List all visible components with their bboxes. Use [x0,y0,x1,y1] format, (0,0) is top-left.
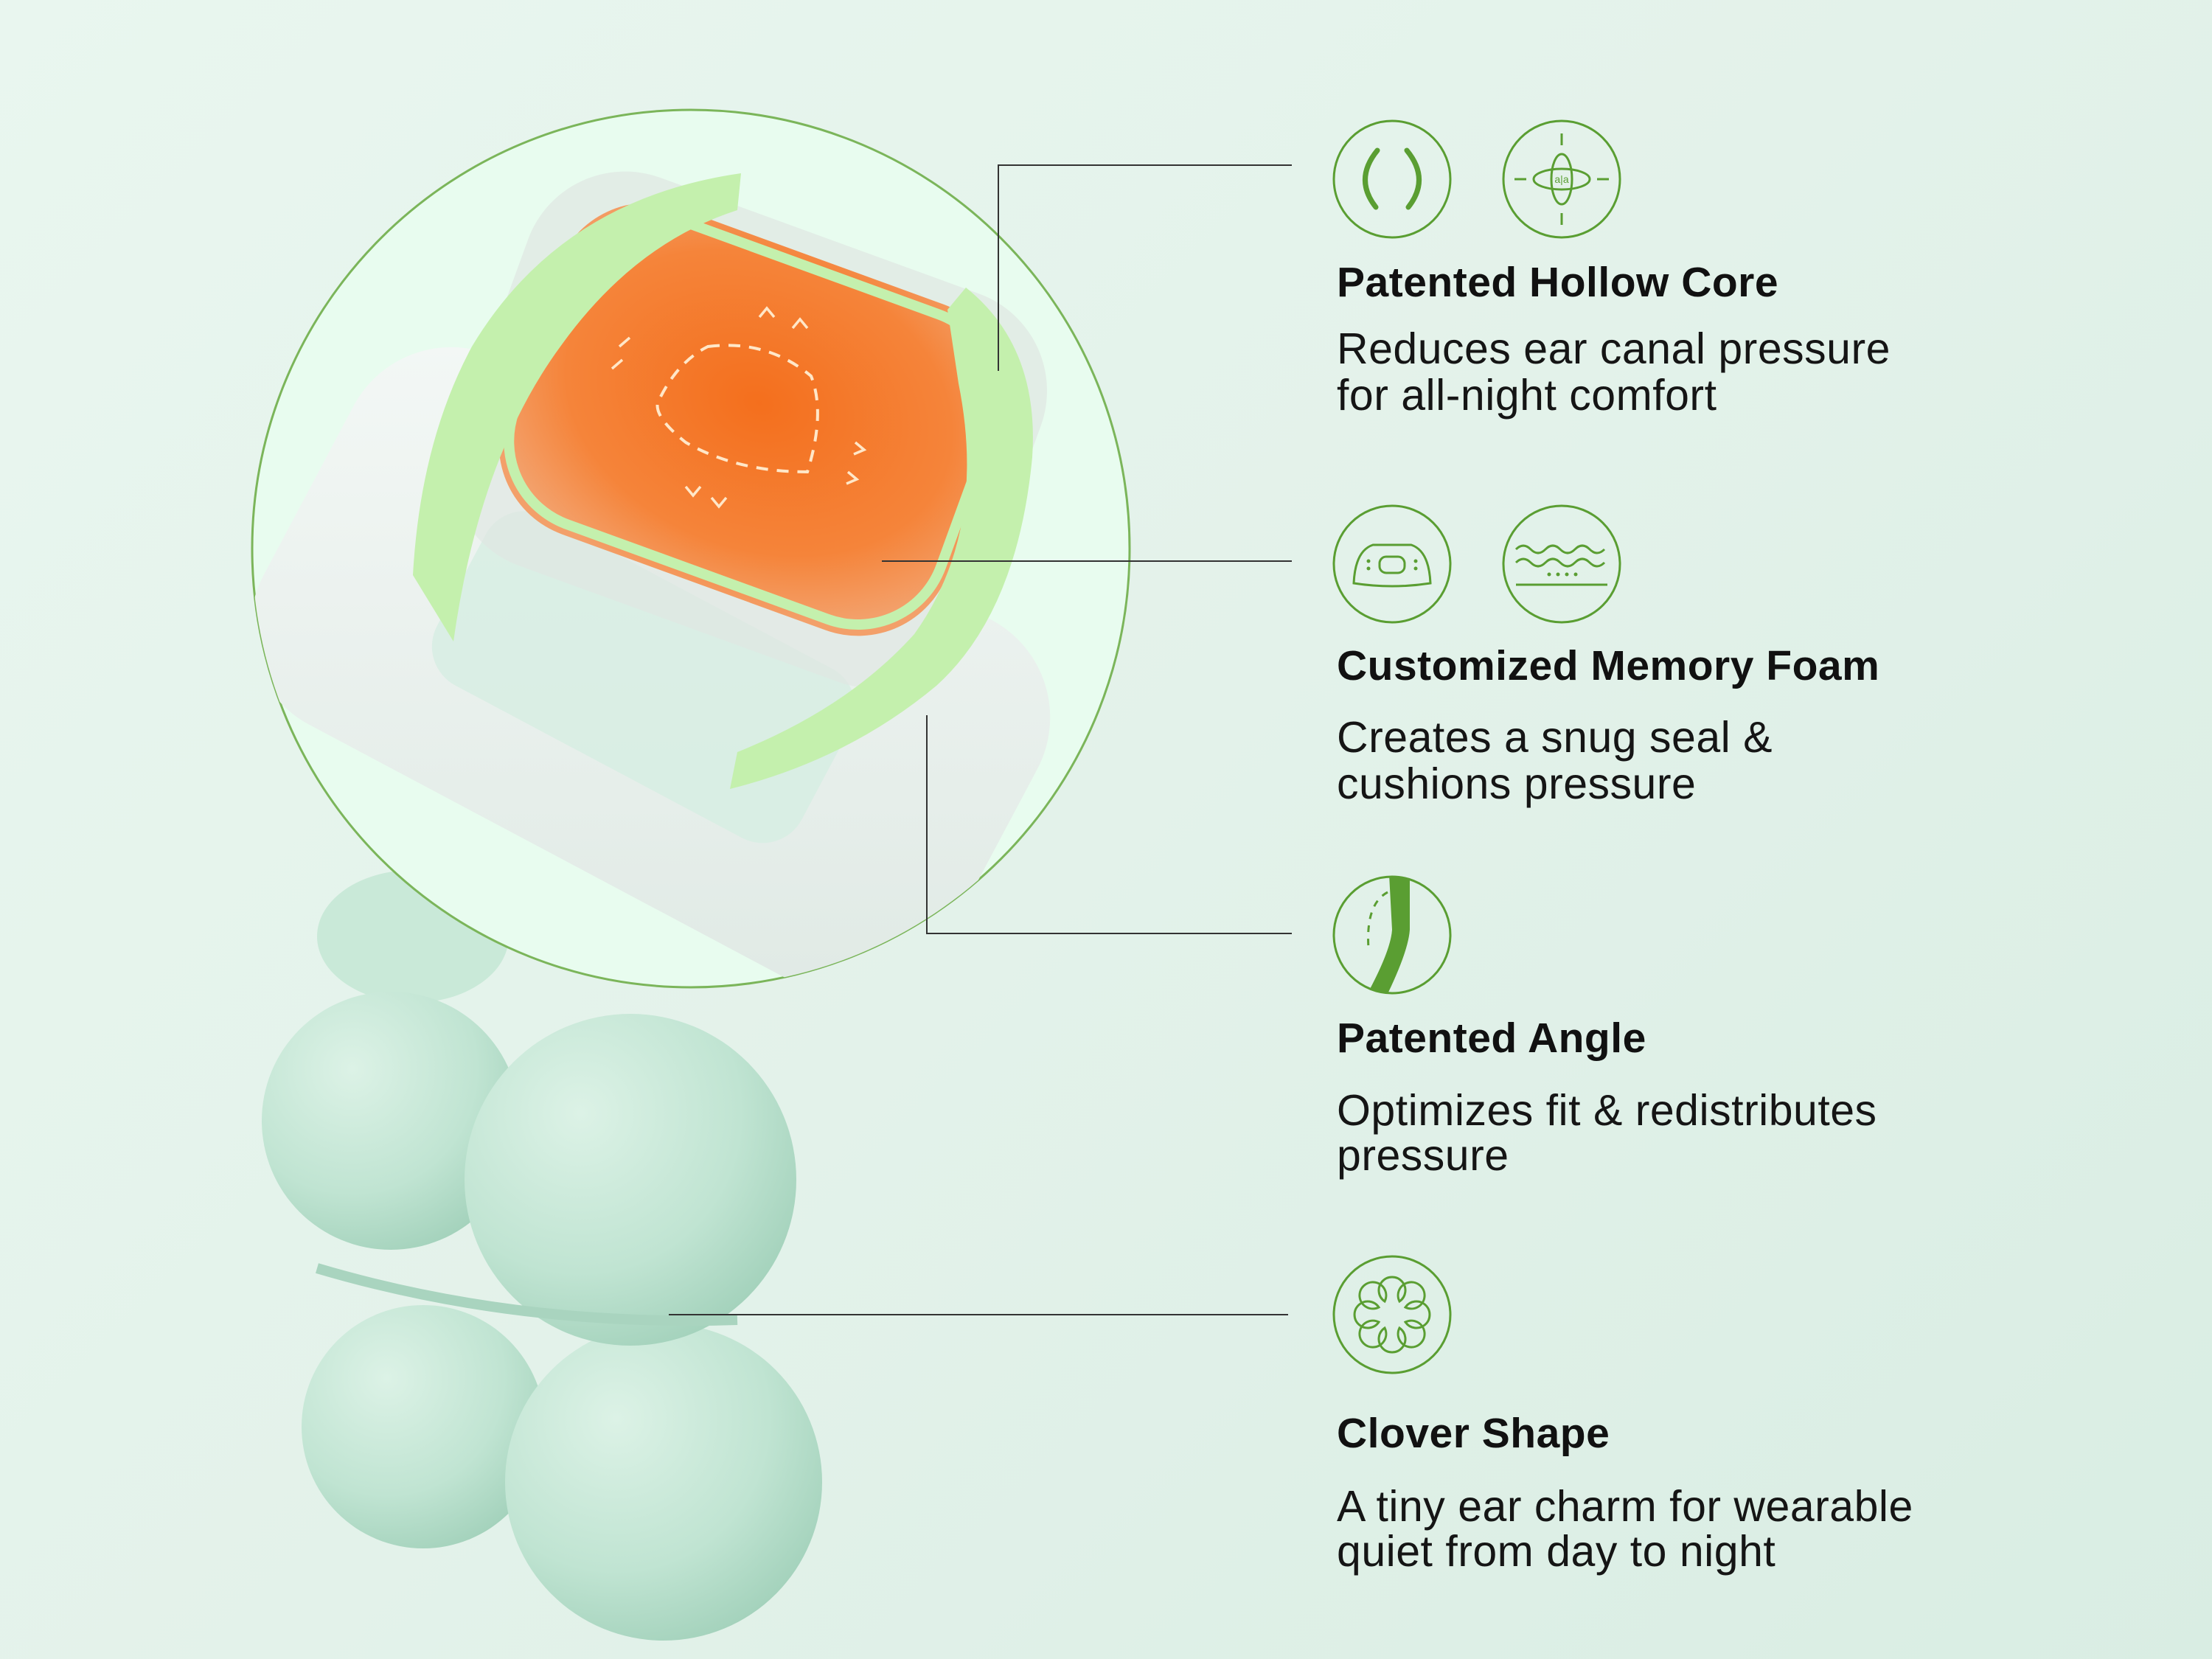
clover-earplug-body [262,870,822,1641]
feature-description-line: Creates a snug seal & [1337,713,1773,762]
feature-description-line: cushions pressure [1337,759,1697,808]
leader-lines [669,164,1292,1315]
feature-description-line: quiet from day to night [1337,1527,1776,1576]
angle-icon [1332,875,1452,995]
feature-description-line: A tiny ear charm for wearable [1337,1482,1913,1531]
foam-waves-icon [1502,504,1621,624]
feature-title: Patented Angle [1337,1015,1646,1062]
foam-seal-icon [1332,504,1452,624]
clover-icon [1332,1255,1452,1374]
feature-description-line: pressure [1337,1131,1509,1180]
hollow-core-brackets-icon [1332,119,1452,239]
feature-description-line: Reduces ear canal pressure [1337,324,1891,373]
feature-title: Clover Shape [1337,1410,1610,1457]
pressure-balance-icon: a|a [1502,119,1621,239]
feature-title: Patented Hollow Core [1337,259,1779,306]
feature-title: Customized Memory Foam [1337,642,1880,689]
svg-text:a|a: a|a [1554,173,1568,185]
feature-description-line: Optimizes fit & redistributes [1337,1086,1877,1135]
earbud-cross-section [252,171,1051,987]
feature-description-line: for all-night comfort [1337,371,1717,420]
